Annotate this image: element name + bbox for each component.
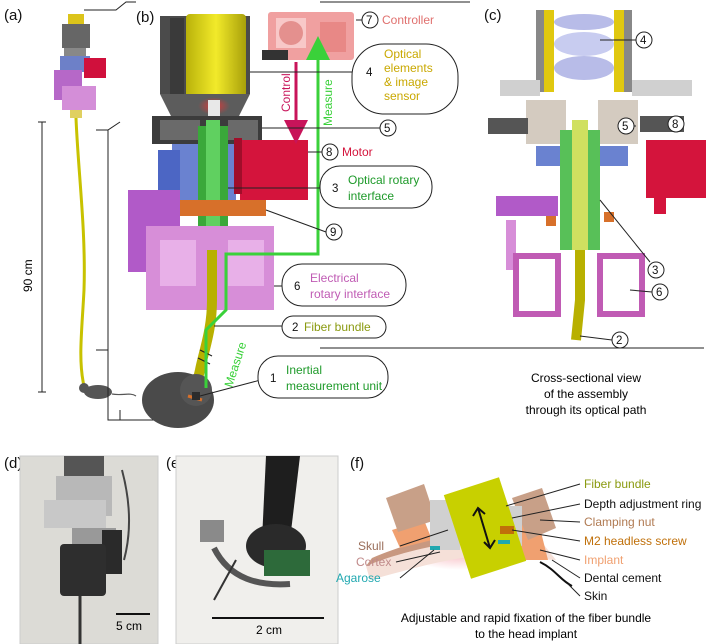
callout-9-num: 9: [330, 227, 336, 239]
panel-e-photo: 2 cm: [175, 455, 339, 644]
callout-4-num: 4: [366, 67, 373, 79]
f-label-implant: Implant: [584, 553, 624, 567]
panel-label-b: (b): [136, 9, 154, 26]
panel-label-f: (f): [350, 455, 364, 472]
c-caption-line-1: Cross-sectional view: [531, 371, 641, 385]
callout-6-num: 6: [294, 281, 300, 293]
callout-1-line-2: measurement unit: [286, 379, 383, 393]
f-label-depth-ring: Depth adjustment ring: [584, 497, 701, 511]
f-label-agarose: Agarose: [336, 571, 381, 585]
callout-2-label: Fiber bundle: [304, 320, 371, 334]
callout-7-label: Controller: [382, 13, 434, 27]
panel-label-c: (c): [484, 7, 502, 24]
callout-6-line-2: rotary interface: [310, 287, 390, 301]
c-caption-line-3: through its optical path: [526, 403, 647, 417]
c-callout-3: 3: [652, 265, 658, 277]
c-caption-line-2: of the assembly: [544, 387, 628, 401]
callout-3-line-1: Optical rotary: [348, 173, 419, 187]
f-label-headless-screw: M2 headless screw: [584, 534, 687, 548]
callout-7-num: 7: [366, 15, 372, 27]
callout-4-line-1: Optical: [384, 47, 421, 61]
c-callout-2: 2: [616, 335, 622, 347]
c-callout-4: 4: [640, 35, 647, 47]
length-label: 90 cm: [21, 259, 35, 292]
callout-8-num: 8: [326, 147, 332, 159]
f-label-fiber-bundle: Fiber bundle: [584, 477, 651, 491]
callout-5-num: 5: [384, 123, 390, 135]
f-label-cortex: Cortex: [356, 555, 391, 569]
measure-arrow-label-bottom: Measure: [222, 340, 250, 389]
panel-f-schematic: Fiber bundle Depth adjustment ring Clamp…: [336, 477, 701, 641]
callout-2-num: 2: [292, 322, 298, 334]
c-callout-5: 5: [622, 121, 628, 133]
c-callout-6: 6: [656, 287, 662, 299]
f-label-skin: Skin: [584, 589, 607, 603]
panel-d-photo: 5 cm: [19, 455, 159, 644]
callout-4-line-2: elements: [384, 61, 433, 75]
callout-4-line-4: sensor: [384, 89, 420, 103]
panel-label-a: (a): [4, 7, 22, 24]
f-caption-line-1: Adjustable and rapid fixation of the fib…: [401, 611, 651, 625]
measure-arrow-label-top: Measure: [321, 79, 335, 126]
f-caption-line-2: to the head implant: [475, 627, 578, 641]
callout-1-line-1: Inertial: [286, 363, 322, 377]
callout-6-line-1: Electrical: [310, 271, 359, 285]
callout-3-line-2: interface: [348, 189, 394, 203]
f-label-clamping-nut: Clamping nut: [584, 515, 655, 529]
panel-a-overview: 90 cm: [21, 1, 160, 421]
panel-c-cross-section: 4 5 8 3 6 2 Cross-sectional view of the …: [320, 1, 706, 417]
control-arrow-label: Control: [279, 73, 293, 112]
panel-b-assembly: Control Measure Measure: [128, 12, 354, 428]
f-label-dental-cement: Dental cement: [584, 571, 662, 585]
callout-4-line-3: & image: [384, 75, 428, 89]
c-callout-8: 8: [672, 119, 678, 131]
callout-8-label: Motor: [342, 145, 373, 159]
f-label-skull: Skull: [358, 539, 384, 553]
panel-label-d: (d): [4, 455, 22, 472]
callout-1-num: 1: [270, 373, 276, 385]
d-scale-label: 5 cm: [116, 619, 142, 633]
panel-b-callouts: 7 Controller 4 Optical elements & image …: [199, 11, 459, 399]
callout-3-num: 3: [332, 183, 338, 195]
e-scale-label: 2 cm: [256, 623, 282, 637]
